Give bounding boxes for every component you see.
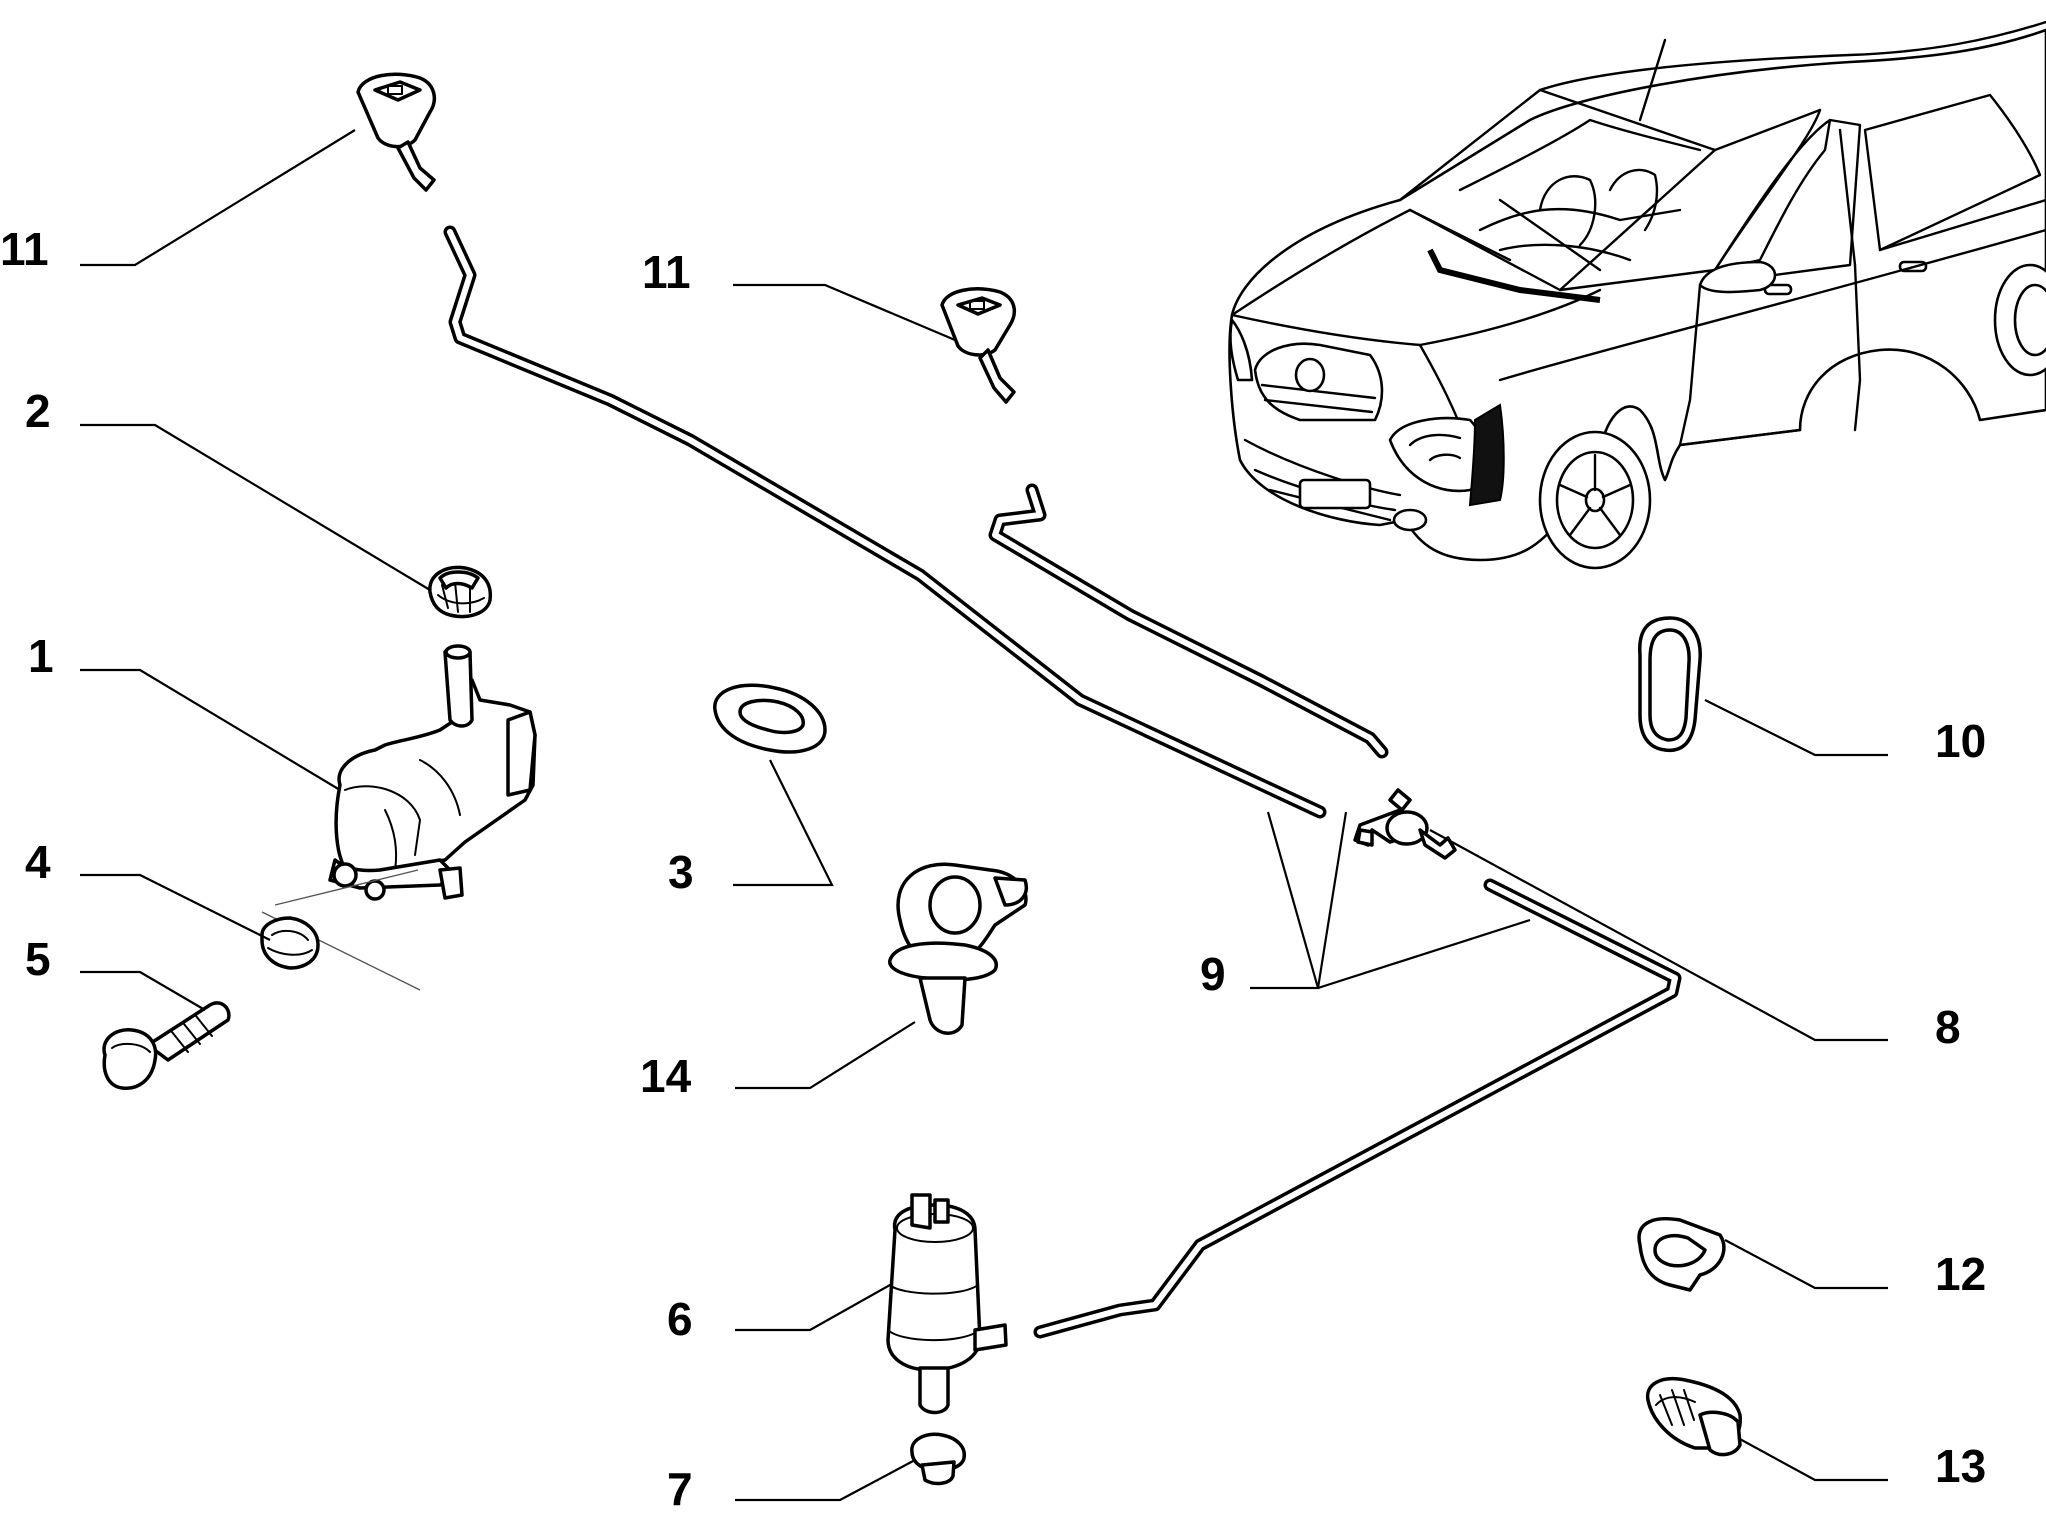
callout-11-left: 11: [0, 223, 49, 275]
callout-1: 1: [28, 630, 54, 682]
pump-grommet: [910, 1432, 967, 1486]
electrical-connector: [1645, 1377, 1742, 1457]
leader-lines: [80, 129, 1888, 1502]
callout-8: 8: [1935, 1001, 1961, 1053]
hex-bolt: [102, 1001, 231, 1090]
callout-11-center: 11: [642, 246, 691, 298]
callout-14: 14: [640, 1050, 692, 1102]
callout-3: 3: [668, 846, 694, 898]
callout-7: 7: [667, 1463, 693, 1515]
oval-seal: [1638, 616, 1702, 753]
callout-13: 13: [1935, 1440, 1986, 1492]
washer-jet-left: [356, 72, 437, 192]
callout-10: 10: [1935, 715, 1986, 767]
reservoir-cap: [428, 565, 493, 619]
t-connector: [1353, 788, 1457, 860]
callout-2: 2: [25, 385, 51, 437]
callout-numbers: 11 11 2 1 4 5 3 14 6 7 9 8 10 12 13: [0, 223, 1986, 1515]
hex-nut: [260, 916, 320, 970]
hose-clip: [888, 862, 1028, 1035]
washer-jet-right: [940, 287, 1017, 404]
retaining-clip: [1637, 1217, 1726, 1292]
callout-12: 12: [1935, 1248, 1986, 1300]
callout-6: 6: [667, 1293, 693, 1345]
callout-9: 9: [1200, 948, 1226, 1000]
washer-reservoir: [328, 644, 537, 901]
oval-grommet: [713, 683, 827, 754]
washer-pump: [886, 1193, 1008, 1415]
callout-5: 5: [25, 933, 51, 985]
callout-4: 4: [25, 836, 51, 888]
car-illustration: [1228, 20, 2046, 570]
washer-hoses: [443, 225, 1682, 1339]
